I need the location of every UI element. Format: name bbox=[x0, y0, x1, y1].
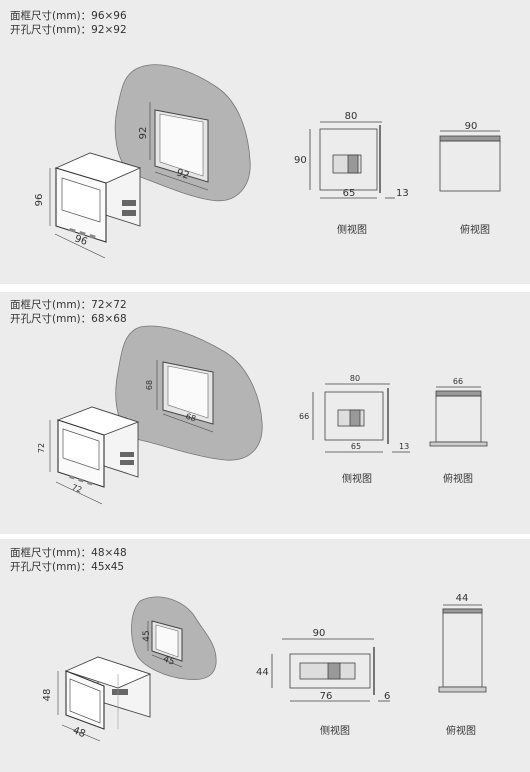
top-view-title: 俯视图 bbox=[460, 223, 490, 236]
section-48: 面框尺寸(mm)：48×48 开孔尺寸(mm)：45x45 45 45 48 4… bbox=[0, 539, 530, 772]
side-view-title: 侧视图 bbox=[320, 724, 350, 737]
side-body-label: 65 bbox=[351, 442, 361, 451]
side-view bbox=[309, 121, 395, 199]
front-height-label: 96 bbox=[34, 194, 45, 207]
cutout-width-label: 45 bbox=[162, 654, 176, 667]
side-view-title: 侧视图 bbox=[337, 223, 367, 236]
cutout-height-label: 92 bbox=[138, 127, 149, 140]
top-view-title: 俯视图 bbox=[446, 724, 476, 737]
front-height-label: 72 bbox=[37, 443, 46, 453]
side-body-label: 65 bbox=[343, 188, 356, 199]
front-width-label: 72 bbox=[71, 483, 84, 495]
top-width-label: 66 bbox=[453, 377, 463, 386]
spec-block: 面框尺寸(mm)：96×96 开孔尺寸(mm)：92×92 bbox=[10, 9, 127, 37]
meter-display bbox=[62, 428, 100, 471]
top-view bbox=[429, 386, 488, 447]
top-width-label: 90 bbox=[465, 121, 478, 132]
side-gap-label: 13 bbox=[396, 188, 409, 199]
meter-display bbox=[61, 177, 101, 223]
front-width-label: 48 bbox=[71, 725, 87, 740]
side-depth-label: 90 bbox=[313, 628, 326, 639]
cutout-size: 开孔尺寸(mm)：45x45 bbox=[10, 561, 125, 573]
spec-block: 面框尺寸(mm)：48×48 开孔尺寸(mm)：45x45 bbox=[10, 546, 127, 574]
side-height-label: 90 bbox=[294, 155, 307, 166]
side-depth-label: 80 bbox=[350, 374, 360, 383]
top-width-label: 44 bbox=[456, 593, 469, 604]
cutout-height-label: 45 bbox=[142, 630, 152, 641]
front-width-label: 96 bbox=[73, 233, 89, 248]
cutout-height-label: 68 bbox=[145, 380, 154, 390]
diagram-48: 45 45 48 48 90 44 76 6 侧视图 bbox=[42, 593, 487, 742]
side-gap-label: 13 bbox=[399, 442, 409, 451]
cutout-width-label: 92 bbox=[175, 167, 191, 181]
side-view bbox=[271, 638, 390, 702]
section-72: 面框尺寸(mm)：72×72 开孔尺寸(mm)：68×68 68 68 72 7… bbox=[0, 292, 530, 534]
side-body-label: 76 bbox=[320, 691, 333, 702]
side-view bbox=[312, 383, 410, 453]
top-view bbox=[438, 604, 487, 693]
face-frame-size: 面框尺寸(mm)：72×72 bbox=[10, 299, 127, 311]
cutout-size: 开孔尺寸(mm)：68×68 bbox=[10, 313, 127, 325]
side-view-title: 侧视图 bbox=[342, 472, 372, 485]
side-gap-label: 6 bbox=[384, 691, 390, 702]
face-frame-size: 面框尺寸(mm)：96×96 bbox=[10, 10, 127, 22]
diagram-96: 92 92 96 96 80 90 65 bbox=[34, 64, 501, 259]
meter-display bbox=[69, 678, 101, 724]
front-height-label: 48 bbox=[42, 689, 53, 702]
side-height-label: 66 bbox=[299, 412, 309, 421]
spec-block: 面框尺寸(mm)：72×72 开孔尺寸(mm)：68×68 bbox=[10, 298, 127, 326]
side-depth-label: 80 bbox=[345, 111, 358, 122]
section-96: 面框尺寸(mm)：96×96 开孔尺寸(mm)：92×92 92 92 96 9… bbox=[0, 0, 530, 284]
cutout-width-label: 68 bbox=[185, 412, 197, 424]
face-frame-size: 面框尺寸(mm)：48×48 bbox=[10, 547, 127, 559]
top-view bbox=[439, 130, 501, 192]
cutout-size: 开孔尺寸(mm)：92×92 bbox=[10, 24, 127, 36]
side-height-label: 44 bbox=[256, 667, 269, 678]
diagram-72: 68 68 72 72 80 66 65 13 侧视图 bbox=[37, 325, 488, 505]
top-view-title: 俯视图 bbox=[443, 472, 473, 485]
